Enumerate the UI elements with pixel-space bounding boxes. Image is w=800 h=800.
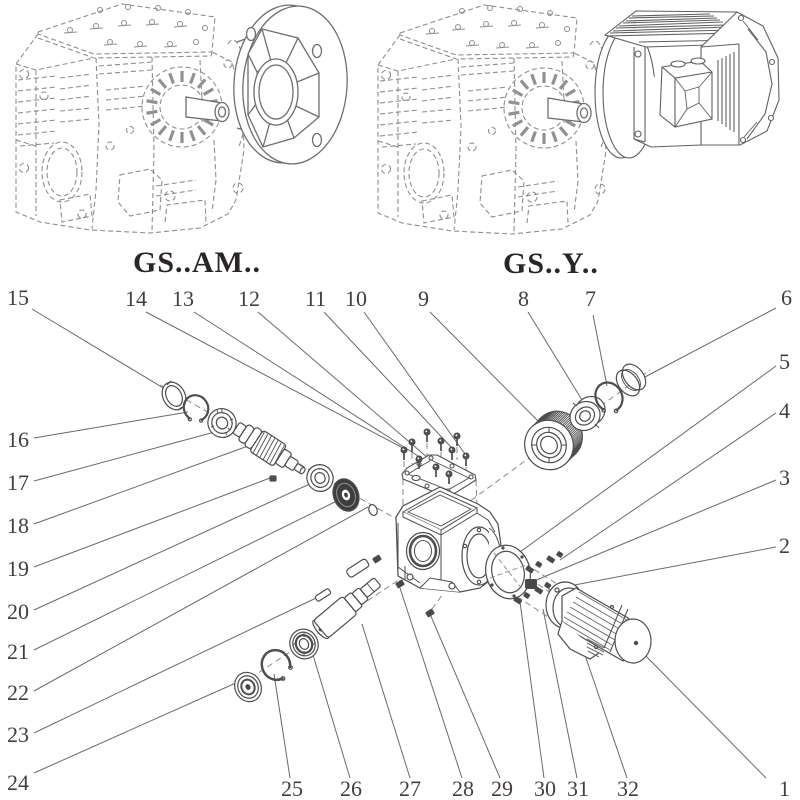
svg-text:GS..AM..: GS..AM.. [133,246,261,279]
svg-text:12: 12 [238,286,260,311]
svg-text:7: 7 [585,286,596,311]
svg-text:10: 10 [345,286,367,311]
svg-text:21: 21 [7,639,29,664]
svg-text:26: 26 [340,776,362,800]
svg-text:19: 19 [7,556,29,581]
svg-text:17: 17 [7,470,29,495]
svg-text:31: 31 [567,776,589,800]
svg-text:30: 30 [534,776,556,800]
svg-text:25: 25 [281,776,303,800]
svg-text:27: 27 [399,776,421,800]
svg-text:20: 20 [7,599,29,624]
svg-text:32: 32 [617,776,639,800]
svg-text:2: 2 [779,533,790,558]
svg-text:24: 24 [7,770,29,795]
svg-text:15: 15 [7,285,29,310]
svg-text:3: 3 [779,465,790,490]
svg-text:16: 16 [7,427,29,452]
svg-text:18: 18 [7,513,29,538]
svg-text:1: 1 [779,776,790,800]
svg-text:8: 8 [518,286,529,311]
svg-text:6: 6 [781,285,792,310]
svg-text:14: 14 [125,286,147,311]
svg-text:29: 29 [491,776,513,800]
svg-text:13: 13 [172,286,194,311]
svg-text:4: 4 [779,398,790,423]
svg-text:28: 28 [452,776,474,800]
svg-text:GS..Y..: GS..Y.. [503,247,599,280]
svg-text:22: 22 [7,680,29,705]
svg-text:9: 9 [418,286,429,311]
svg-text:11: 11 [305,286,326,311]
svg-text:5: 5 [779,349,790,374]
svg-text:23: 23 [7,722,29,747]
